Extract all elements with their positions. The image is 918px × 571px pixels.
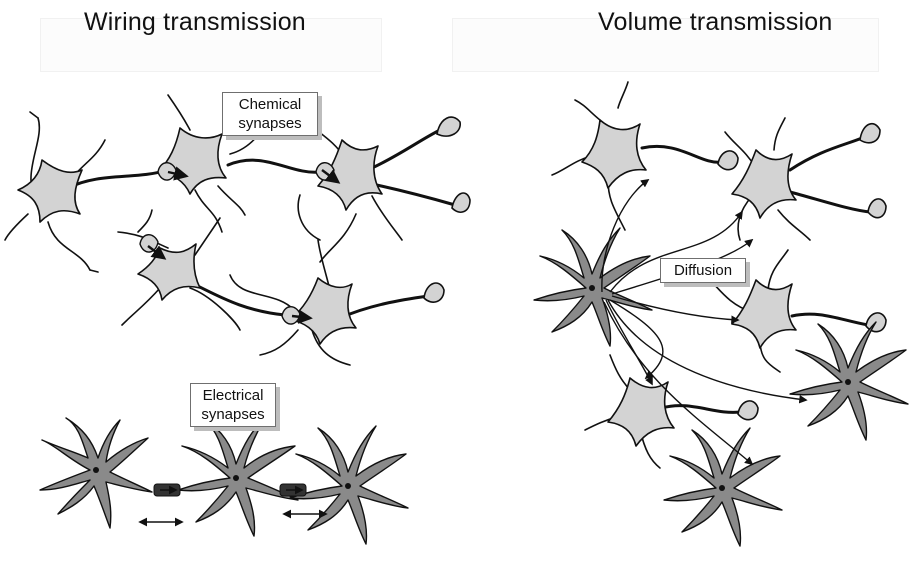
title-backdrop-right bbox=[452, 18, 879, 72]
electrical-label-line2: synapses bbox=[201, 406, 265, 423]
wiring-transmission-title: Wiring transmission bbox=[84, 8, 306, 36]
electrical-synapses-label: Electrical synapses bbox=[190, 383, 276, 427]
diffusion-label: Diffusion bbox=[660, 258, 746, 283]
electrical-label-line1: Electrical bbox=[202, 387, 264, 404]
wiring-terminals bbox=[423, 116, 471, 303]
astrocyte-nuclei bbox=[93, 285, 851, 491]
volume-axons bbox=[640, 136, 872, 414]
diffusion-label-text: Diffusion bbox=[673, 262, 733, 279]
chemical-synapse-arrows bbox=[147, 166, 341, 324]
diffusion-arrows bbox=[601, 179, 808, 466]
volume-transmission-title: Volume transmission bbox=[598, 8, 833, 36]
title-backdrop-left bbox=[40, 18, 382, 72]
electrical-synapse-arrows bbox=[138, 509, 328, 527]
wiring-axons bbox=[66, 128, 457, 320]
chemical-synapse-boutons bbox=[139, 162, 335, 325]
volume-neurons bbox=[581, 119, 797, 447]
volume-terminals bbox=[717, 122, 887, 421]
chemical-label-line2: synapses bbox=[238, 115, 302, 132]
wiring-neurons bbox=[17, 127, 383, 345]
chemical-synapses-label: Chemical synapses bbox=[222, 92, 318, 136]
chemical-label-line1: Chemical bbox=[238, 96, 302, 113]
